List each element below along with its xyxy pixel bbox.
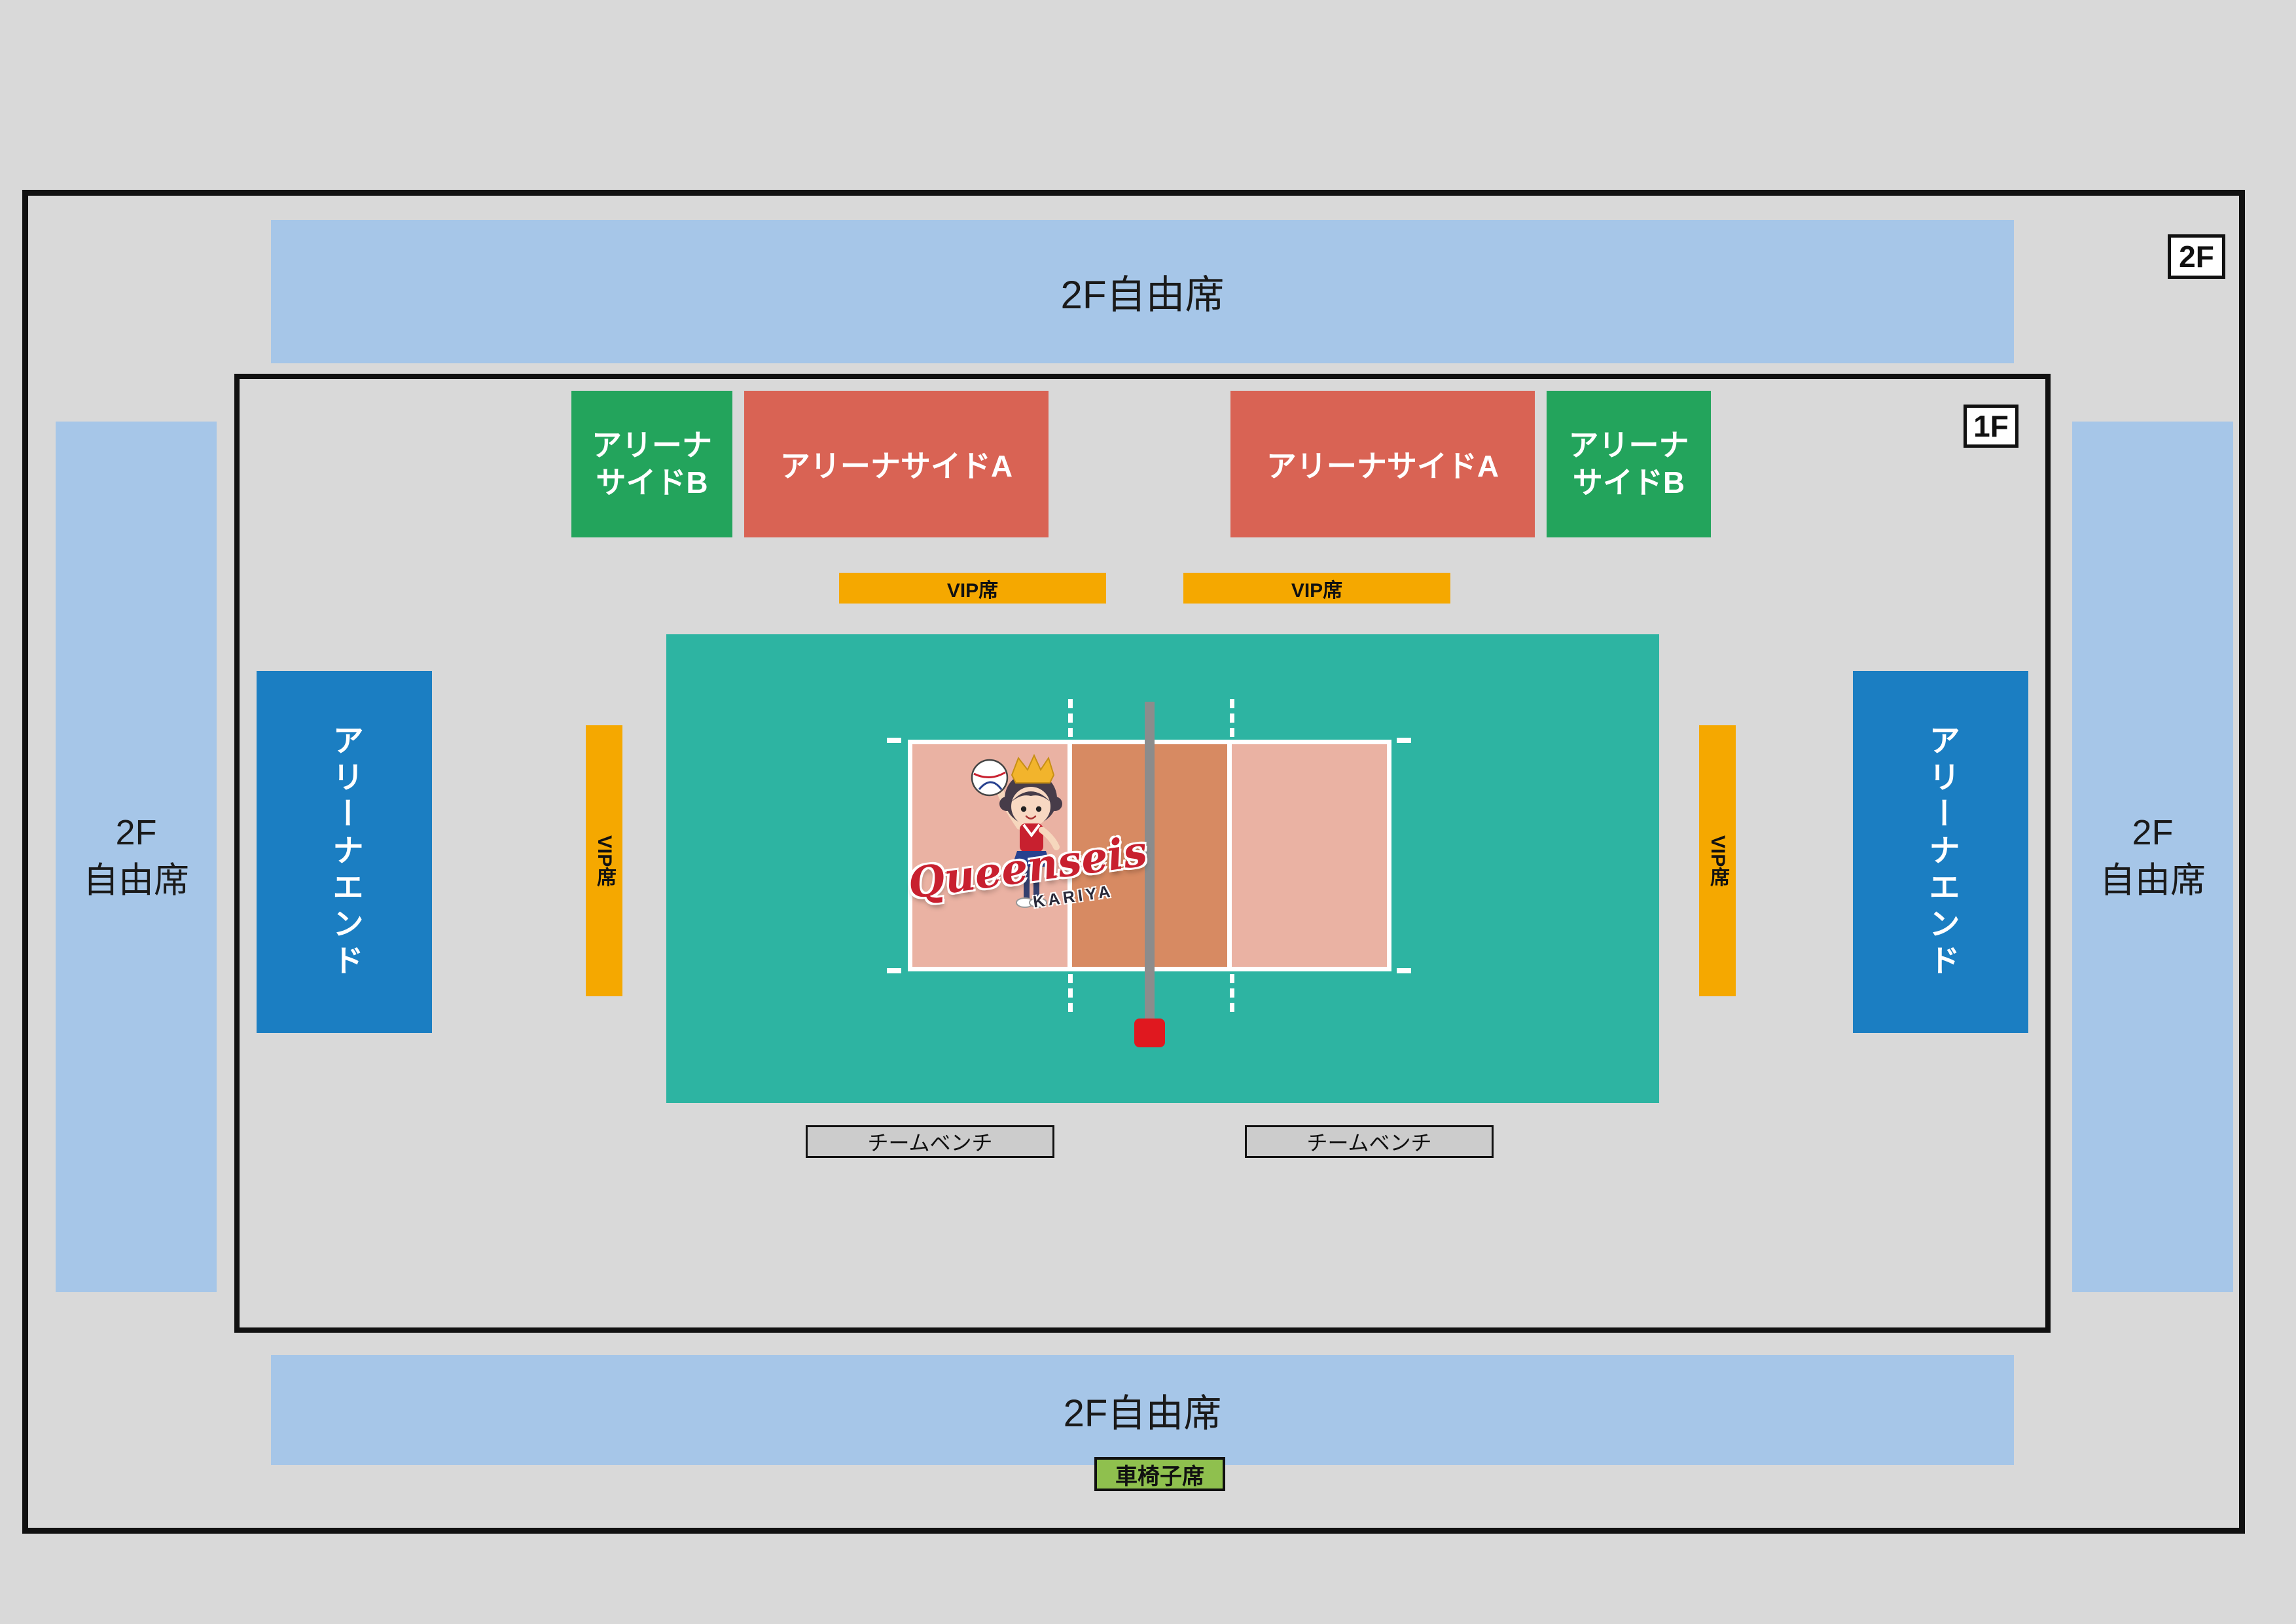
- attack-line-extension: [1068, 699, 1073, 737]
- court-line-mark: [1397, 738, 1411, 743]
- arena-end-left[interactable]: アリーナエンド: [257, 671, 432, 1033]
- net-line: [1145, 702, 1155, 1024]
- vip-seats-top-left-label: VIP席: [946, 579, 999, 602]
- arena-side-a-right-label: アリーナサイドA: [1266, 449, 1499, 483]
- floor2-boundary: [22, 190, 2245, 1534]
- floor1-boundary: [234, 374, 2051, 1333]
- stand-2f-right-label-line2: 自由席: [2100, 861, 2206, 900]
- vip-seats-right-label: VIP席: [1707, 835, 1729, 887]
- arena-side-a-left[interactable]: アリーナサイドA: [744, 391, 1049, 537]
- court-zone-right: [1232, 744, 1387, 967]
- stand-2f-left-label-line1: 2F: [115, 813, 157, 853]
- attack-line-extension: [1230, 699, 1234, 737]
- vip-seats-top-left[interactable]: VIP席: [839, 573, 1106, 604]
- stand-2f-bottom-label: 2F自由席: [1063, 1392, 1222, 1435]
- court-area: Queenseis KARIYA: [666, 634, 1659, 1103]
- arena-side-b-right-label-line2: サイドB: [1572, 465, 1685, 499]
- arena-side-b-right-label-line1: アリーナ: [1568, 427, 1689, 462]
- vip-seats-left[interactable]: VIP席: [586, 725, 622, 996]
- arena-end-right-label: アリーナエンド: [1924, 723, 1958, 981]
- stand-2f-left[interactable]: 2F 自由席: [56, 422, 217, 1292]
- vip-seats-top-right-label: VIP席: [1291, 579, 1343, 602]
- arena-side-a-right[interactable]: アリーナサイドA: [1230, 391, 1535, 537]
- wheelchair-seats-label: 車椅子席: [1115, 1464, 1204, 1489]
- wheelchair-seats[interactable]: 車椅子席: [1094, 1457, 1225, 1491]
- floor1-badge-label: 1F: [1973, 409, 2009, 443]
- stand-2f-right-label-line1: 2F: [2132, 813, 2174, 853]
- arena-end-left-label: アリーナエンド: [327, 723, 362, 981]
- attack-line-extension: [1230, 974, 1234, 1012]
- arena-side-a-left-label: アリーナサイドA: [780, 449, 1013, 483]
- stand-2f-top[interactable]: 2F自由席: [271, 220, 2014, 363]
- arena-end-right[interactable]: アリーナエンド: [1853, 671, 2028, 1033]
- vip-seats-top-right[interactable]: VIP席: [1183, 573, 1450, 604]
- stand-2f-left-label-line2: 自由席: [83, 861, 189, 900]
- vip-seats-right[interactable]: VIP席: [1699, 725, 1736, 996]
- arena-side-b-left-label-line2: サイドB: [596, 465, 708, 499]
- team-bench-left: チームベンチ: [806, 1125, 1054, 1158]
- mascot-illustration: [971, 753, 1062, 908]
- arena-side-b-left[interactable]: アリーナ サイドB: [571, 391, 732, 537]
- team-bench-right: チームベンチ: [1245, 1125, 1494, 1158]
- court-line-mark: [887, 968, 901, 973]
- queenseis-logo: Queenseis KARIYA: [905, 753, 1150, 969]
- stand-2f-top-label: 2F自由席: [1060, 273, 1225, 317]
- arena-side-b-left-label-line1: アリーナ: [592, 427, 712, 462]
- court-line-mark: [1397, 968, 1411, 973]
- court-line-mark: [887, 738, 901, 743]
- stand-2f-right[interactable]: 2F 自由席: [2072, 422, 2233, 1292]
- team-bench-right-label: チームベンチ: [1306, 1131, 1432, 1155]
- arena-side-b-right[interactable]: アリーナ サイドB: [1547, 391, 1711, 537]
- floor2-badge: 2F: [2168, 234, 2225, 279]
- attack-line-extension: [1068, 974, 1073, 1012]
- vip-seats-left-label: VIP席: [594, 835, 615, 887]
- stand-2f-bottom[interactable]: 2F自由席: [271, 1355, 2014, 1465]
- team-bench-left-label: チームベンチ: [867, 1131, 993, 1155]
- floor2-badge-label: 2F: [2179, 240, 2214, 274]
- floor1-badge: 1F: [1964, 405, 2018, 448]
- net-post-base: [1134, 1019, 1165, 1047]
